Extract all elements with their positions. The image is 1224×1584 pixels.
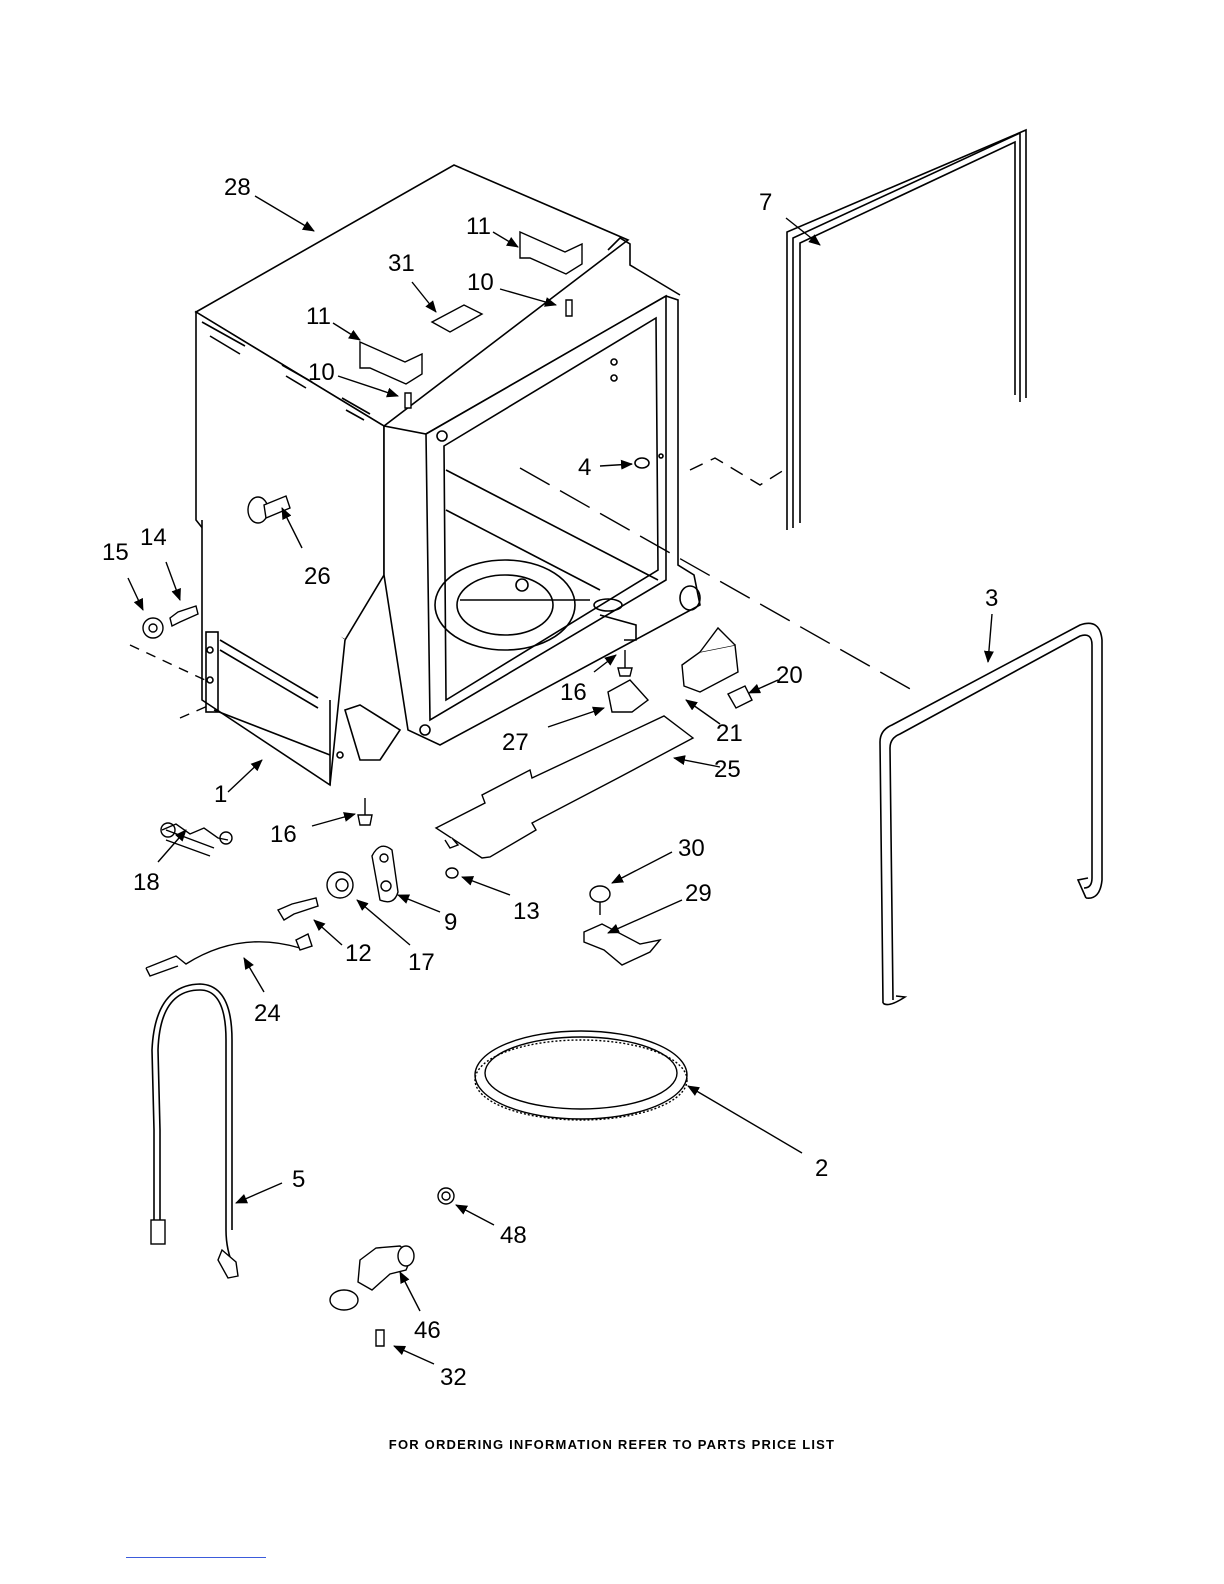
callout-13: 13 — [513, 898, 540, 925]
callout-10-lower: 10 — [308, 359, 335, 386]
screw-20 — [728, 686, 752, 708]
callout-31: 31 — [388, 250, 415, 277]
callout-14: 14 — [140, 524, 167, 551]
callout-5: 5 — [292, 1166, 305, 1193]
callout-46: 46 — [414, 1317, 441, 1344]
screw-13 — [446, 868, 458, 878]
callout-18: 18 — [133, 869, 160, 896]
callout-16-upper: 16 — [560, 679, 587, 706]
callout-3: 3 — [985, 585, 998, 612]
callout-10-upper: 10 — [467, 269, 494, 296]
bottom-rule — [126, 1557, 266, 1558]
callout-29: 29 — [685, 880, 712, 907]
callout-25: 25 — [714, 756, 741, 783]
callout-11-upper: 11 — [466, 213, 491, 240]
callout-17: 17 — [408, 949, 435, 976]
door-gasket — [787, 130, 1026, 530]
bolt-12 — [278, 898, 318, 920]
callout-48: 48 — [500, 1222, 527, 1249]
callout-21: 21 — [716, 720, 743, 747]
bolt-14 — [170, 606, 198, 626]
screw-32 — [376, 1330, 384, 1346]
screw-10-lower — [405, 393, 411, 408]
callout-15: 15 — [102, 539, 129, 566]
callout-12: 12 — [345, 940, 372, 967]
callout-28: 28 — [224, 174, 251, 201]
callout-32: 32 — [440, 1364, 467, 1391]
callout-7: 7 — [759, 189, 772, 216]
switch-30 — [590, 886, 610, 902]
foot-16-upper — [618, 668, 632, 676]
callout-27: 27 — [502, 729, 529, 756]
callout-2: 2 — [815, 1155, 828, 1182]
bracket-27 — [608, 680, 648, 712]
sump-gasket-2 — [475, 1031, 687, 1119]
callout-11-lower: 11 — [306, 303, 331, 330]
panel-25 — [436, 716, 693, 858]
shield-21 — [682, 645, 738, 692]
callout-4: 4 — [578, 454, 591, 481]
callout-20: 20 — [776, 662, 803, 689]
hose-5 — [158, 990, 234, 1268]
ordering-info-note: FOR ORDERING INFORMATION REFER TO PARTS … — [0, 1437, 1224, 1452]
callout-30: 30 — [678, 835, 705, 862]
tub-seal — [880, 623, 1102, 1004]
wire-24 — [146, 942, 300, 968]
callout-16-lower: 16 — [270, 821, 297, 848]
bracket-29 — [584, 924, 660, 965]
callout-26: 26 — [304, 563, 331, 590]
screw-10-upper — [566, 300, 572, 316]
callout-9: 9 — [444, 909, 457, 936]
callout-24: 24 — [254, 1000, 281, 1027]
callout-1: 1 — [214, 781, 227, 808]
foot-16-lower — [358, 815, 372, 825]
